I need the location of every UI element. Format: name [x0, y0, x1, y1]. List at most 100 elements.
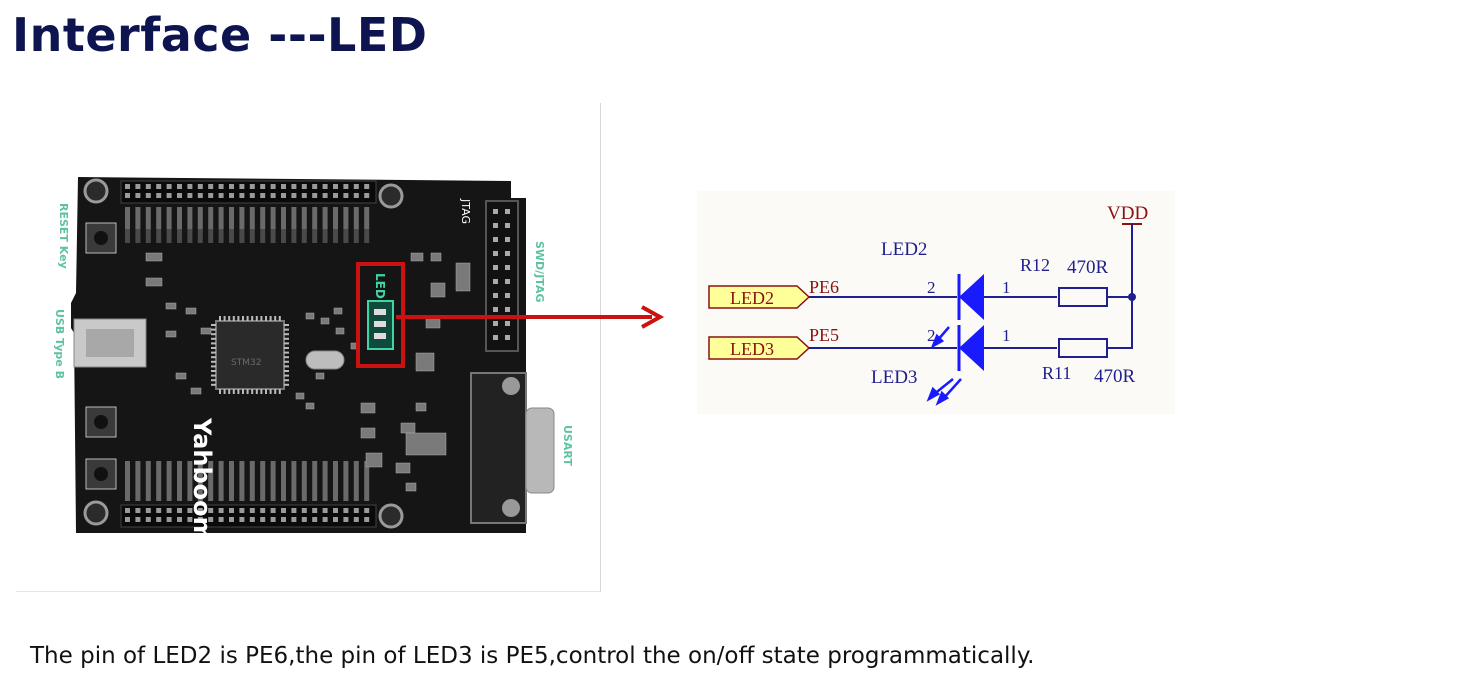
header-pin: [333, 184, 338, 189]
mcu-pin: [284, 347, 289, 349]
mount-hole-tl: [83, 178, 109, 204]
silk-label: [239, 461, 245, 501]
smd-component: [295, 392, 305, 400]
header-pin: [187, 508, 193, 513]
header-pin: [239, 184, 245, 189]
silk-label: [187, 229, 193, 243]
silk-label: [353, 461, 359, 501]
header-pin: [208, 184, 214, 189]
header-pin: [229, 517, 234, 522]
jtag-pin: [493, 335, 498, 340]
header-pin: [197, 184, 203, 189]
mcu-pin: [284, 337, 289, 340]
silk-label: [249, 207, 255, 229]
led2-diode: [959, 274, 984, 320]
silk-label: [364, 207, 370, 229]
header-pin: [187, 193, 193, 198]
misc-components: [145, 252, 471, 492]
header-pin: [135, 517, 141, 522]
mcu-pin: [269, 389, 272, 394]
silk-label: [270, 229, 276, 243]
mcu-pin: [265, 389, 267, 394]
header-pin: [239, 193, 245, 198]
smd-component: [333, 307, 343, 315]
jtag-pin: [505, 209, 510, 214]
mcu-pin: [211, 370, 216, 372]
led-silk-label: LED: [373, 273, 387, 299]
mcu-chip: [215, 320, 285, 390]
mcu-pin: [237, 389, 240, 394]
silk-label: [125, 229, 130, 243]
silk-label: [145, 461, 151, 501]
smd-component: [175, 372, 187, 380]
header-pin: [291, 184, 297, 189]
smd-component: [405, 482, 417, 492]
mcu-pin: [265, 316, 267, 321]
mcu-pin: [246, 316, 249, 321]
mcu-pin: [211, 324, 216, 326]
swd-jtag-label: SWD/JTAG: [533, 241, 546, 303]
pointer-arrow: [396, 305, 665, 329]
smd-component: [305, 312, 315, 320]
svg-text:STM32: STM32: [231, 358, 261, 368]
jtag-pin: [493, 321, 498, 326]
header-pin: [291, 193, 297, 198]
silk-label: [291, 229, 297, 243]
smd-component: [145, 252, 163, 262]
mcu-pin: [260, 389, 263, 394]
r11-value: 470R: [1094, 366, 1136, 387]
header-pin: [364, 193, 370, 198]
mcu-pin: [284, 370, 289, 372]
silk-label: [187, 461, 193, 501]
mcu-pin: [211, 360, 216, 363]
smd-component: [320, 317, 330, 325]
mcu-pin: [211, 337, 216, 340]
jtag-pin: [505, 321, 510, 326]
header-pin: [177, 193, 182, 198]
mcu-pin: [269, 316, 272, 321]
header-pin: [353, 193, 359, 198]
header-pin: [353, 517, 359, 522]
silk-label: [270, 207, 276, 229]
mcu-pin: [211, 328, 216, 331]
mcu-pin: [223, 316, 226, 321]
header-pin: [281, 517, 286, 522]
silk-label: [301, 461, 307, 501]
silk-label: [125, 207, 130, 229]
silk-label: [166, 461, 172, 501]
header-pin: [312, 508, 318, 513]
mcu-pin: [255, 389, 258, 394]
mcu-pin: [211, 379, 216, 382]
header-pin: [166, 193, 172, 198]
smd-component: [410, 252, 424, 262]
jtag-pin: [493, 265, 498, 270]
silk-label: [260, 207, 266, 229]
mcu-pin: [211, 374, 216, 377]
header-pin: [343, 193, 349, 198]
silk-label: [229, 207, 234, 229]
jtag-pin: [493, 293, 498, 298]
silk-label: [333, 461, 338, 501]
mcu-pin: [284, 365, 289, 368]
header-pin: [270, 193, 276, 198]
header-pin: [343, 184, 349, 189]
top-pin-row: [125, 184, 370, 198]
silk-label: [125, 461, 130, 501]
header-pin: [249, 517, 255, 522]
header-pin: [156, 508, 162, 513]
header-pin: [135, 193, 141, 198]
smd-component: [315, 372, 325, 380]
mcu-pin: [251, 389, 254, 394]
header-pin: [177, 508, 182, 513]
led2-designator: LED2: [881, 239, 927, 260]
silk-label: [218, 207, 224, 229]
header-pin: [343, 517, 349, 522]
silk-label: [197, 207, 203, 229]
jtag-pin: [505, 237, 510, 242]
silk-label: [156, 461, 162, 501]
header-pin: [312, 517, 318, 522]
jtag-pins: [493, 209, 510, 340]
mcu-pin: [242, 389, 244, 394]
mcu-pin: [284, 360, 289, 363]
smd-component: [430, 282, 446, 298]
